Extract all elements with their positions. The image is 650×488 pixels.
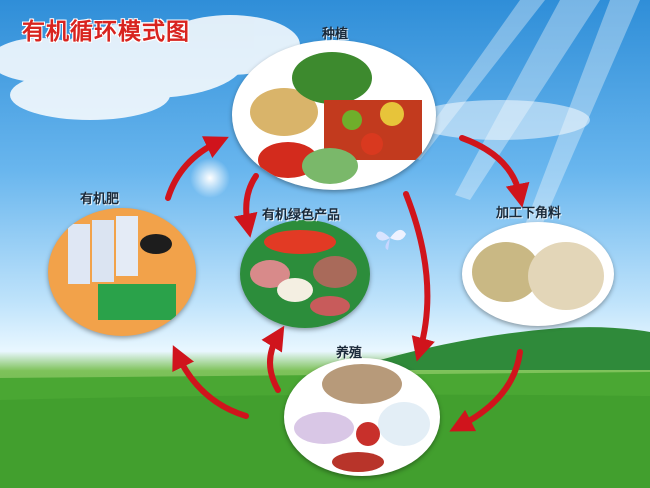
fertilizer-label: 有机肥 bbox=[80, 192, 120, 207]
organic-products-plate bbox=[240, 220, 370, 328]
bran-icon bbox=[528, 242, 604, 310]
pigs-icon bbox=[294, 412, 354, 444]
byproducts-label: 加工下角料 bbox=[496, 206, 562, 221]
sun-glare bbox=[190, 158, 230, 198]
byproducts-plate bbox=[462, 222, 614, 326]
page-title: 有机循环模式图 bbox=[22, 19, 190, 45]
meat-icon bbox=[250, 260, 290, 288]
bag-icon bbox=[68, 224, 90, 284]
produce-icon bbox=[264, 230, 336, 254]
cabbage-icon bbox=[302, 148, 358, 184]
arrow-fertilizer-to-planting bbox=[165, 136, 229, 201]
arrow-planting-to-byproducts bbox=[459, 135, 530, 208]
crab-icon bbox=[356, 422, 380, 446]
breeding-plate bbox=[284, 358, 440, 476]
arrow-planting-to-products bbox=[233, 173, 259, 238]
husk-icon bbox=[472, 242, 540, 302]
shrimp-icon bbox=[322, 364, 402, 404]
leafy-greens-icon bbox=[292, 52, 372, 104]
compost-icon bbox=[140, 234, 172, 254]
butterfly bbox=[376, 229, 406, 250]
breeding-label: 养殖 bbox=[336, 346, 363, 361]
poultry-icon bbox=[313, 256, 357, 288]
wheat-icon bbox=[250, 88, 318, 136]
planting-label: 种植 bbox=[322, 27, 349, 42]
crayfish-icon bbox=[332, 452, 384, 472]
planting-plate bbox=[232, 40, 436, 190]
fertilizer-plate bbox=[48, 208, 196, 336]
arrow-breeding-to-products bbox=[261, 325, 285, 393]
eggs-icon bbox=[277, 278, 313, 302]
green-bags-icon bbox=[98, 284, 176, 320]
fish-icon bbox=[378, 402, 430, 446]
arrow-planting-to-breeding bbox=[403, 191, 435, 362]
arrow-byproducts-to-breeding bbox=[449, 349, 523, 432]
arrow-breeding-to-fertilizer bbox=[172, 345, 249, 419]
organic-products-label: 有机绿色产品 bbox=[262, 208, 341, 223]
